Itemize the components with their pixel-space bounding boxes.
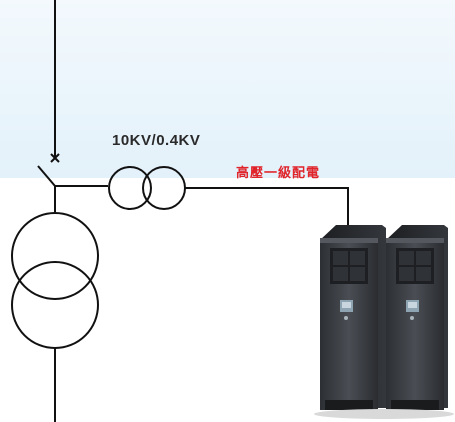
breaker-switch-icon — [37, 153, 60, 187]
main-transformer-icon — [11, 212, 99, 349]
inverter-cabinets-icon — [314, 225, 454, 419]
system-label: 高壓一級配電 — [236, 165, 321, 180]
voltage-label: 10KV/0.4KV — [112, 132, 201, 149]
background-band — [0, 0, 455, 178]
distribution-line — [185, 187, 349, 226]
step-down-transformer-icon — [108, 166, 186, 210]
